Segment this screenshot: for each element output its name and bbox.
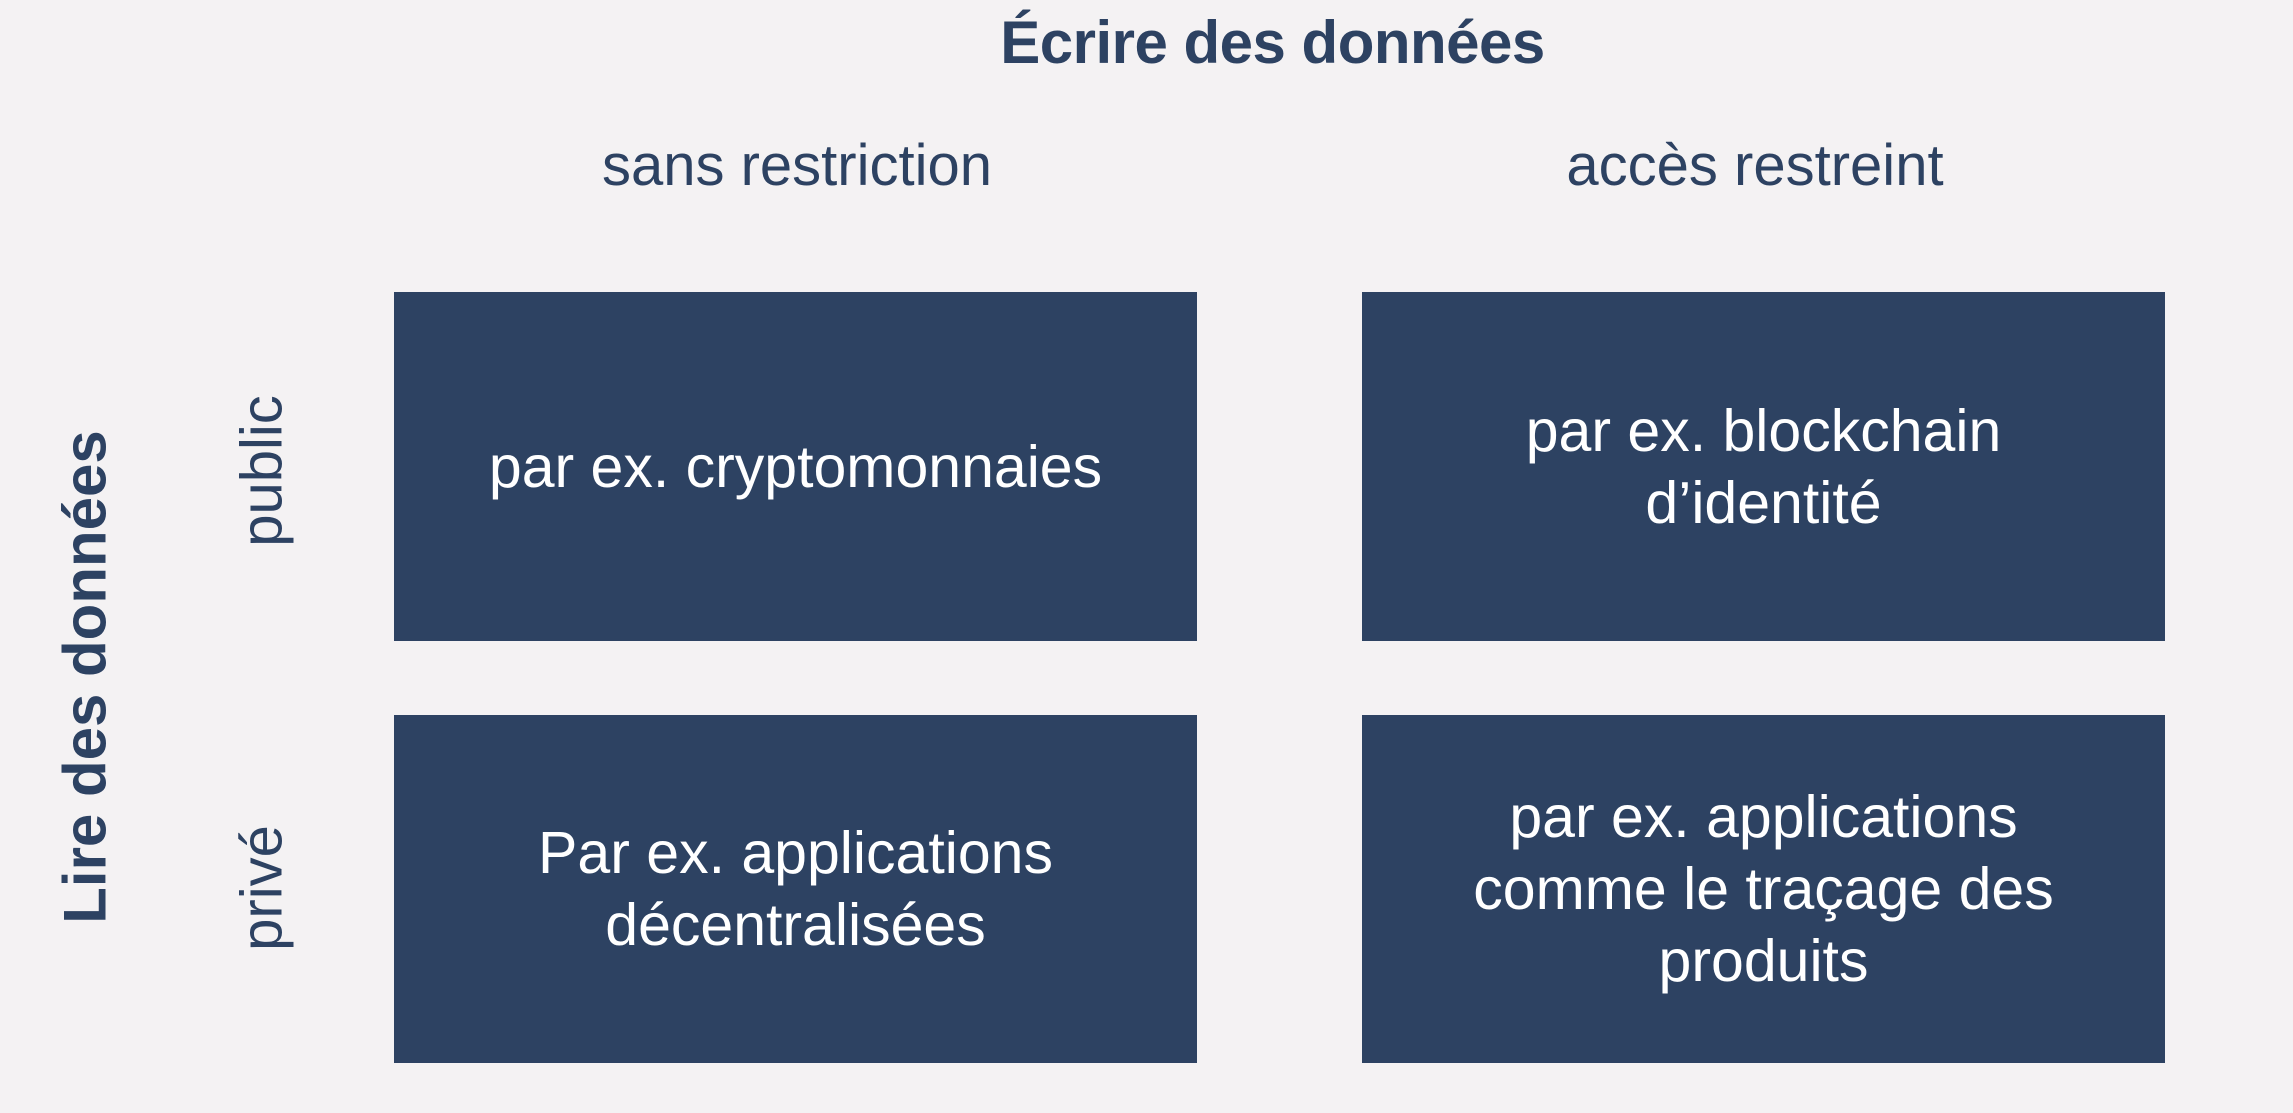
cell-text: par ex. blockchain d’identité bbox=[1525, 397, 2002, 536]
cell-text: par ex. applications comme le traçage de… bbox=[1473, 784, 2054, 994]
write-data-title: Écrire des données bbox=[1000, 9, 1545, 76]
column-header-unrestricted: sans restriction bbox=[601, 133, 993, 198]
cell-text: Par ex. applications décentralisées bbox=[538, 820, 1053, 958]
column-header-restricted: accès restreint bbox=[1566, 133, 1944, 198]
cell-private-restricted: par ex. applications comme le traçage de… bbox=[1362, 715, 2165, 1063]
row-header-public: public bbox=[229, 395, 295, 547]
cell-public-unrestricted: par ex. cryptomonnaies bbox=[394, 292, 1197, 641]
read-data-title: Lire des données bbox=[51, 430, 119, 924]
cell-public-restricted: par ex. blockchain d’identité bbox=[1362, 292, 2165, 641]
row-header-private: privé bbox=[229, 825, 295, 951]
cell-private-unrestricted: Par ex. applications décentralisées bbox=[394, 715, 1197, 1063]
cell-text: par ex. cryptomonnaies bbox=[488, 433, 1103, 500]
